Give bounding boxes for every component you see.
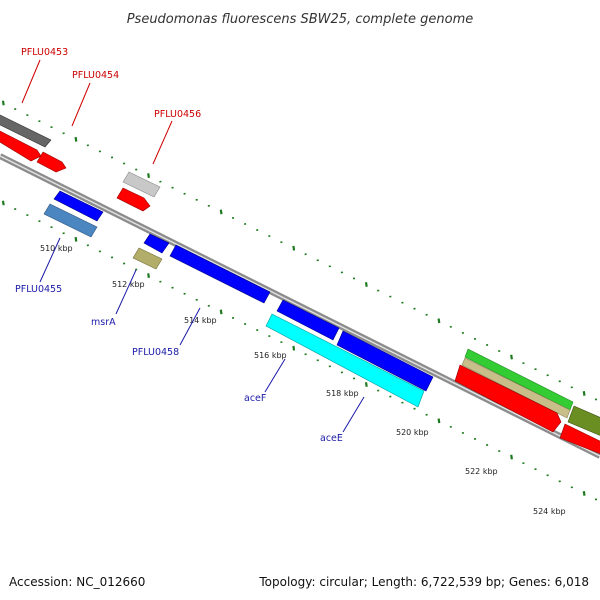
major-tick	[147, 273, 150, 279]
inner-tick-ring	[1, 200, 598, 501]
major-tick	[437, 318, 441, 324]
gene-feature-acef[interactable]	[265, 313, 425, 408]
gene-label-msra[interactable]: msrA	[91, 317, 116, 328]
major-tick	[219, 209, 223, 215]
gene-feature-pflu0456-gray[interactable]	[122, 171, 161, 198]
scale-label: 518 kbp	[326, 389, 359, 398]
gene-feature-pflu0454[interactable]	[36, 151, 67, 173]
gene-label-pflu0455[interactable]: PFLU0455	[15, 284, 62, 295]
gene-feature-pflu0453[interactable]	[0, 129, 42, 162]
scale-label: 510 kbp	[40, 244, 73, 253]
gene-label-pflu0456[interactable]: PFLU0456	[154, 109, 201, 120]
gene-feature-tan[interactable]	[461, 357, 571, 419]
gene-labels: PFLU0453 PFLU0454 PFLU0456 PFLU0455 msrA…	[15, 47, 343, 444]
gene-feature-red-long[interactable]	[454, 364, 562, 433]
major-tick	[1, 100, 5, 106]
scale-label: 512 kbp	[112, 280, 145, 289]
scale-labels: 510 kbp 512 kbp 514 kbp 516 kbp 518 kbp …	[40, 244, 566, 516]
major-tick	[1, 200, 5, 206]
gene-feature-msra[interactable]	[132, 247, 163, 270]
major-tick	[510, 454, 513, 460]
major-tick	[292, 345, 296, 351]
major-tick	[582, 490, 586, 496]
gene-feature-pflu0456[interactable]	[116, 187, 151, 212]
major-tick	[292, 245, 296, 251]
major-tick	[74, 136, 78, 142]
gene-label-pflu0454[interactable]: PFLU0454	[72, 70, 119, 81]
genome-backbone	[0, 153, 600, 459]
major-tick	[147, 173, 150, 179]
map-title: Pseudomonas fluorescens SBW25, complete …	[127, 12, 474, 27]
gene-feature-pflu0458[interactable]	[169, 244, 271, 304]
outer-tick-ring	[1, 100, 598, 401]
scale-label: 524 kbp	[533, 507, 566, 516]
gene-feature-acee-blue[interactable]	[336, 330, 434, 392]
scale-label: 516 kbp	[254, 351, 287, 360]
gene-label-acee[interactable]: aceE	[320, 433, 343, 444]
reverse-strand-features	[43, 190, 434, 408]
gene-feature-pflu0453-dark[interactable]	[0, 113, 52, 148]
major-tick	[364, 282, 368, 287]
gene-feature-red-edge[interactable]	[559, 423, 600, 456]
gene-label-pflu0453[interactable]: PFLU0453	[21, 47, 68, 58]
scale-label: 514 kbp	[184, 316, 217, 325]
major-tick	[364, 382, 368, 387]
gene-label-acef[interactable]: aceF	[244, 393, 266, 404]
gene-label-leaders	[21, 59, 365, 433]
scale-label: 520 kbp	[396, 428, 429, 437]
major-tick	[219, 309, 223, 315]
accession-text: Accession: NC_012660	[9, 575, 145, 589]
genome-summary-text: Topology: circular; Length: 6,722,539 bp…	[258, 575, 589, 589]
gene-feature-blue-small[interactable]	[143, 233, 170, 254]
major-tick	[582, 390, 586, 396]
forward-strand-features	[0, 113, 600, 456]
major-tick	[437, 418, 441, 424]
gene-feature-pflu0455-blue[interactable]	[53, 190, 104, 222]
major-tick	[74, 236, 78, 242]
gene-label-pflu0458[interactable]: PFLU0458	[132, 347, 179, 358]
gene-feature-blue-mid[interactable]	[276, 299, 340, 341]
major-tick	[510, 354, 513, 360]
scale-label: 522 kbp	[465, 467, 498, 476]
gene-feature-olive[interactable]	[567, 405, 600, 438]
gene-feature-pflu0455[interactable]	[43, 203, 98, 238]
